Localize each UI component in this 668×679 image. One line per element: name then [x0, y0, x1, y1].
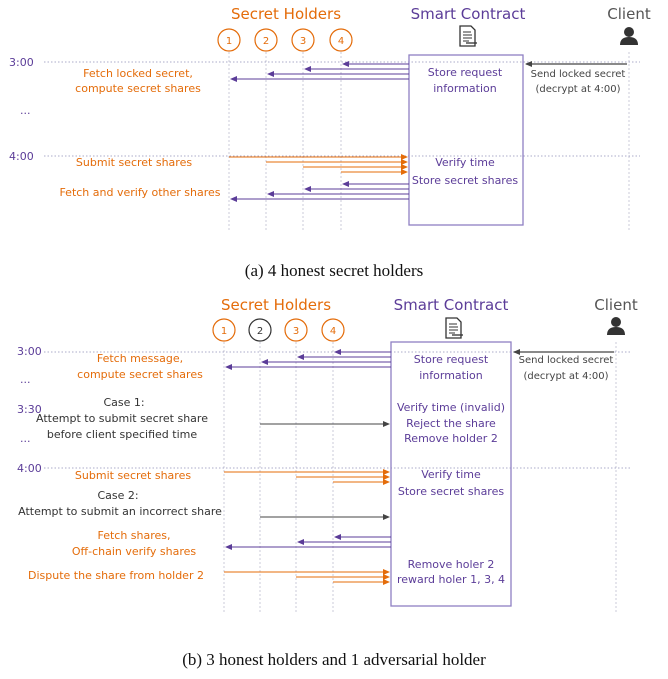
svg-text:3: 3 [293, 326, 299, 337]
document-icon [459, 25, 477, 47]
header-secret-holders: Secret Holders [231, 5, 341, 23]
note-fetch-message: Fetch message, [97, 352, 183, 365]
person-icon [620, 27, 638, 45]
caption-b: (b) 3 honest holders and 1 adversarial h… [182, 650, 486, 669]
contract-box [390, 341, 512, 607]
holder-3-badge: 3 [291, 28, 315, 52]
contract-note: Verify time [421, 468, 481, 481]
time-ellipsis: ... [20, 373, 31, 386]
contract-note: Remove holer 2 [408, 558, 495, 571]
time-label: 3:30 [17, 403, 42, 416]
person-icon [607, 317, 625, 335]
header-client: Client [594, 296, 638, 314]
document-icon [445, 317, 463, 339]
time-label: 4:00 [9, 150, 34, 163]
contract-note: Remove holder 2 [404, 432, 498, 445]
note-case-2-detail: Attempt to submit an incorrect share [18, 505, 222, 518]
note-compute-shares: compute secret shares [77, 368, 203, 381]
note-fetch-verify: Fetch and verify other shares [59, 186, 220, 199]
note-dispute-share: Dispute the share from holder 2 [28, 569, 204, 582]
note-fetch-shares: Fetch shares, [97, 529, 170, 542]
note-compute-shares: compute secret shares [75, 82, 201, 95]
note-case-1: Case 1: [103, 396, 144, 409]
time-label: 4:00 [17, 462, 42, 475]
holder-1-badge: 1 [212, 318, 236, 342]
time-ellipsis: ... [20, 104, 31, 117]
contract-note: information [433, 82, 497, 95]
client-note: (decrypt at 4:00) [536, 84, 621, 95]
contract-note: Store request [428, 66, 503, 79]
note-offchain-verify: Off-chain verify shares [72, 545, 197, 558]
holder-2-badge: 2 [254, 28, 278, 52]
time-label: 3:00 [17, 345, 42, 358]
svg-text:2: 2 [263, 36, 269, 47]
holder-4-badge: 4 [321, 318, 345, 342]
svg-text:4: 4 [330, 326, 336, 337]
note-fetch-locked: Fetch locked secret, [83, 67, 193, 80]
note-case-1-detail: Attempt to submit secret share [36, 412, 208, 425]
time-ellipsis: ... [20, 432, 31, 445]
arrows-fetch-shares [230, 181, 409, 202]
note-submit-shares: Submit secret shares [75, 469, 191, 482]
arrows-dispute [224, 569, 390, 585]
contract-note: reward holer 1, 3, 4 [397, 573, 505, 586]
note-case-1-detail: before client specified time [47, 428, 197, 441]
note-case-2: Case 2: [97, 489, 138, 502]
client-note: (decrypt at 4:00) [524, 371, 609, 382]
svg-text:3: 3 [300, 36, 306, 47]
arrows-fetch-locked [230, 61, 409, 82]
header-client: Client [607, 5, 651, 23]
diagram-a: Secret Holders Smart Contract Client 1 2… [9, 5, 651, 280]
svg-text:1: 1 [226, 36, 232, 47]
holder-2-badge-adversarial: 2 [248, 318, 272, 342]
svg-text:1: 1 [221, 326, 227, 337]
contract-note: Reject the share [406, 417, 496, 430]
arrows-submit-shares [224, 469, 390, 485]
time-label: 3:00 [9, 56, 34, 69]
svg-text:4: 4 [338, 36, 344, 47]
arrows-fetch-message [225, 349, 391, 370]
contract-note: Store request [414, 353, 489, 366]
svg-text:2: 2 [257, 326, 263, 337]
contract-note: Verify time [435, 156, 495, 169]
client-note: Send locked secret [519, 355, 614, 366]
header-secret-holders: Secret Holders [221, 296, 331, 314]
client-note: Send locked secret [531, 69, 626, 80]
contract-box [408, 54, 524, 226]
holder-1-badge: 1 [217, 28, 241, 52]
arrows-submit-shares [229, 154, 408, 175]
contract-note: information [419, 369, 483, 382]
holder-4-badge: 4 [329, 28, 353, 52]
header-smart-contract: Smart Contract [411, 5, 526, 23]
holder-3-badge: 3 [284, 318, 308, 342]
contract-note: Store secret shares [398, 485, 504, 498]
contract-note: Verify time (invalid) [397, 401, 505, 414]
header-smart-contract: Smart Contract [394, 296, 509, 314]
caption-a: (a) 4 honest secret holders [245, 261, 423, 280]
diagram-b: Secret Holders Smart Contract Client 1 2… [17, 296, 638, 669]
contract-note: Store secret shares [412, 174, 518, 187]
note-submit-shares: Submit secret shares [76, 156, 192, 169]
arrows-fetch-shares [225, 534, 391, 550]
